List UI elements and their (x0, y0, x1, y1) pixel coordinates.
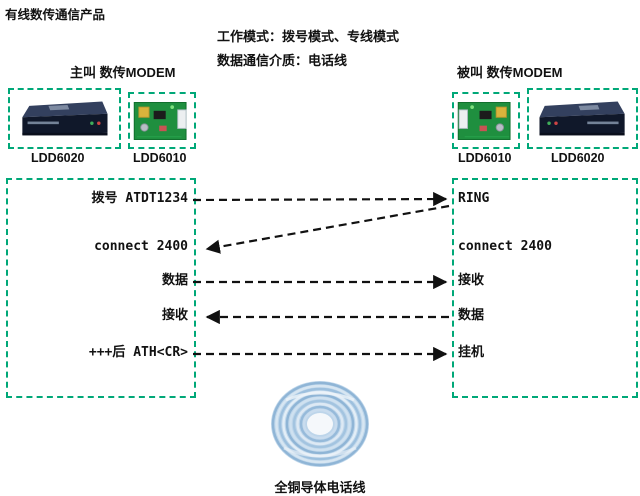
modem-image (539, 101, 625, 136)
right-modem-box (527, 88, 638, 149)
arrow-ring-to-connect (205, 204, 450, 254)
right-station-label: 被叫 数传MODEM (457, 65, 563, 80)
flow-left-data: 数据 (161, 273, 188, 288)
device-label-left-modem: LDD6020 (31, 151, 85, 165)
work-mode-text: 工作模式：拨号模式、专线模式 (217, 29, 400, 44)
cable-image (266, 376, 374, 474)
pcb-image (457, 101, 511, 140)
left-modem-box (8, 88, 121, 149)
arrow-dial-to-ring (192, 191, 448, 207)
cable-label: 全铜导体电话线 (274, 480, 366, 495)
page-title: 有线数传通信产品 (5, 8, 106, 22)
device-label-right-modem: LDD6020 (551, 151, 605, 165)
right-flow-box (452, 178, 638, 398)
flow-right-receive: 接收 (458, 273, 485, 288)
flow-right-hangup: 挂机 (458, 345, 485, 360)
flow-left-connect: connect 2400 (94, 239, 188, 254)
device-label-right-pcb: LDD6010 (458, 151, 512, 165)
flow-right-ring: RING (458, 191, 490, 206)
flow-right-connect: connect 2400 (458, 239, 552, 254)
modem-image (22, 101, 108, 136)
flow-left-dial: 拨号 ATDT1234 (91, 191, 188, 206)
cable-coil-image (271, 381, 369, 467)
flow-right-data: 数据 (458, 308, 485, 323)
right-pcb-box (452, 92, 520, 149)
left-pcb-box (128, 92, 196, 149)
flow-left-receive: 接收 (161, 308, 188, 323)
medium-text: 数据通信介质：电话线 (217, 53, 348, 68)
pcb-image (133, 101, 187, 140)
left-flow-box (6, 178, 196, 398)
left-station-label: 主叫 数传MODEM (70, 65, 176, 80)
flow-left-hangup-cmd: +++后 ATH<CR> (88, 345, 188, 360)
device-label-left-pcb: LDD6010 (133, 151, 187, 165)
